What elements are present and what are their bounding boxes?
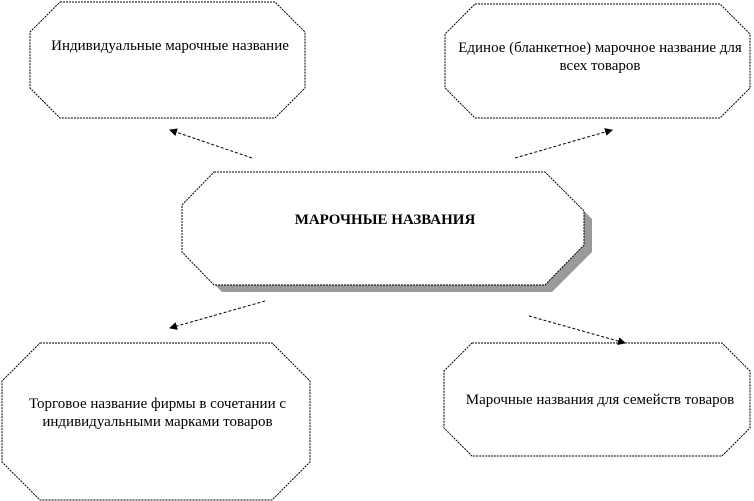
- node-top-left-label: Индивидуальные марочные название: [51, 38, 289, 54]
- node-bottom-left-label: Торговое название фирмы в сочетании с ин…: [28, 396, 287, 430]
- node-top-right-shape: [444, 3, 751, 119]
- center-node-shape: [181, 171, 585, 286]
- node-top-left-shape: [29, 1, 306, 119]
- node-bottom-right-label: Марочные названия для семейств товаров: [465, 392, 735, 408]
- arrow-to-top-right: [514, 128, 613, 159]
- node-bottom-right-shape: [443, 342, 751, 457]
- node-top-right-label: Единое (бланкетное) марочное название дл…: [458, 40, 742, 74]
- node-bottom-left-shape: [1, 342, 311, 501]
- arrow-to-top-left: [169, 128, 253, 159]
- arrow-to-bottom-left: [169, 300, 266, 330]
- arrow-to-bottom-right: [528, 315, 626, 345]
- center-node-label: МАРОЧНЫЕ НАЗВАНИЯ: [294, 212, 476, 228]
